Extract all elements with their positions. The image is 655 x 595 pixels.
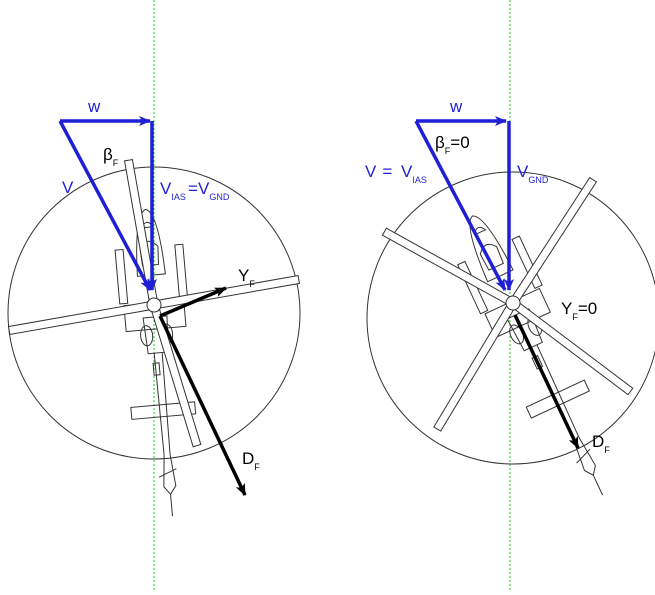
left-helicopter	[8, 159, 300, 520]
right-rotor-blades	[381, 177, 634, 432]
left-v-vector	[58, 120, 152, 291]
left-v-label: V	[62, 178, 74, 197]
left-equals-label: =	[188, 179, 198, 198]
left-df-vector	[158, 315, 247, 496]
right-yf-label: YF=0	[561, 299, 597, 322]
right-beta-label: βF=0	[435, 133, 470, 156]
right-w-label: w	[449, 97, 463, 116]
right-df-label: DF	[592, 432, 610, 455]
left-yf-label: YF	[238, 266, 255, 289]
left-df-label: DF	[242, 449, 260, 472]
right-v-label: V=	[365, 162, 392, 181]
right-v-vector	[414, 120, 507, 291]
right-panel: w βF=0 V= VIAS VGND YF=0 DF	[365, 0, 655, 590]
right-helicopter	[381, 177, 634, 511]
left-w-label: w	[87, 97, 101, 116]
right-df-vector	[513, 314, 580, 449]
right-vias-label: VIAS	[401, 162, 427, 185]
left-yf-vector	[159, 286, 227, 318]
left-vgnd-label: VGND	[198, 179, 230, 202]
right-rotor-disk	[366, 171, 655, 465]
right-vgnd-label: VGND	[517, 162, 549, 185]
left-rotor-disk	[7, 166, 301, 460]
left-panel: w βF V VIAS = VGND YF DF	[7, 0, 301, 590]
left-beta-label: βF	[103, 145, 119, 168]
left-vias-label: VIAS	[160, 179, 186, 202]
